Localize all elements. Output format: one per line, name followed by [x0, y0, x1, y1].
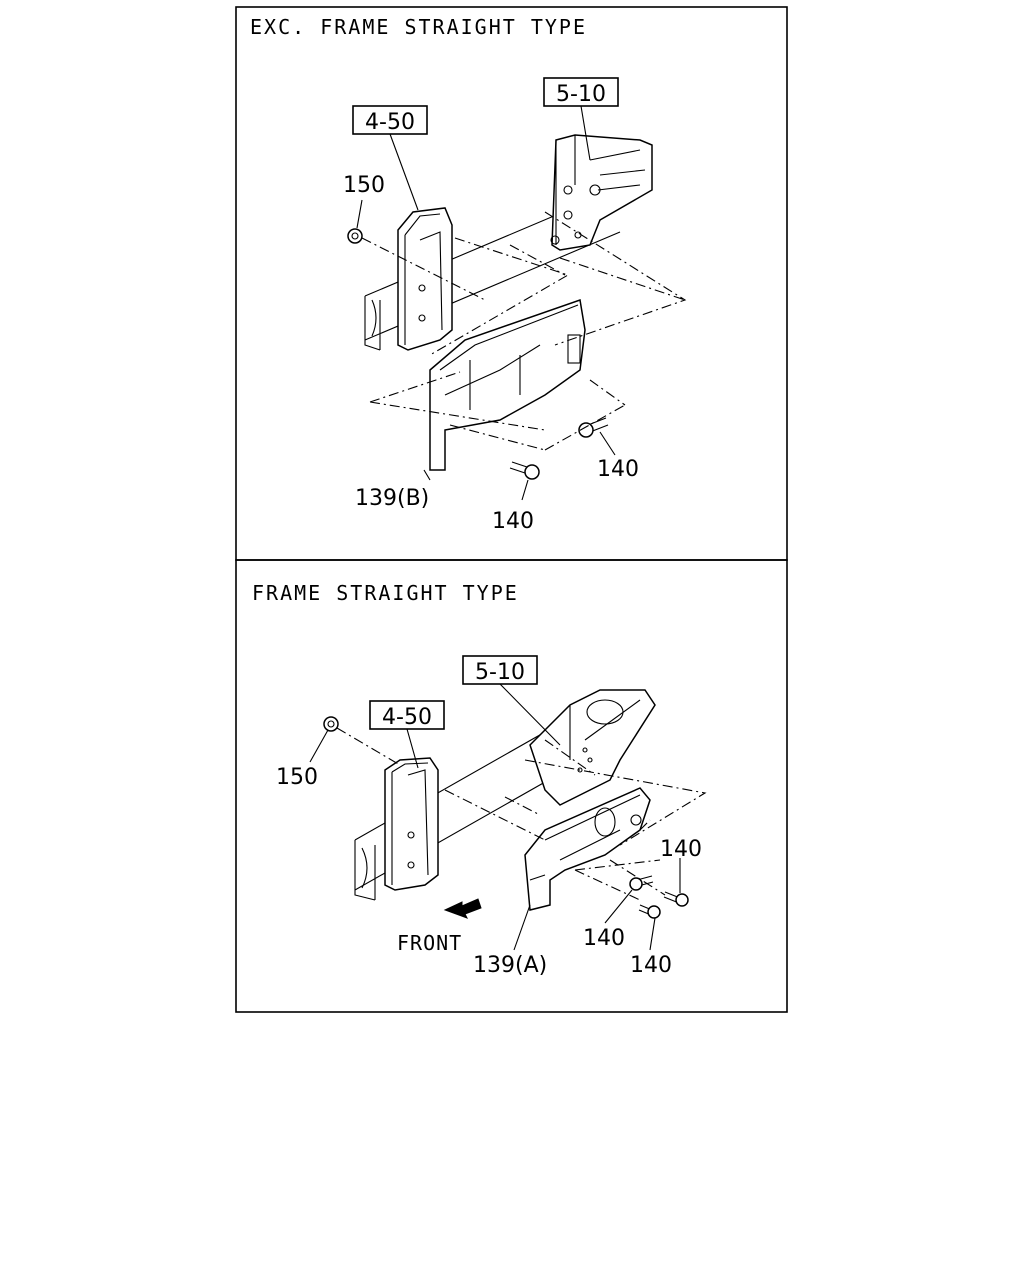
mount-5-10 [550, 134, 653, 251]
mount-5-10 [529, 689, 656, 806]
panel-frame [235, 559, 788, 1013]
svg-text:4-50: 4-50 [382, 705, 432, 730]
callout-140: 140 [660, 837, 702, 862]
callout-139B: 139(B) [355, 486, 429, 511]
bolt-140 [663, 891, 689, 907]
svg-text:5-10: 5-10 [475, 660, 525, 685]
panel-frame-straight-type: FRAME STRAIGHT TYPE 5-10 4-50 [235, 559, 788, 1013]
ref-box-4-50[interactable]: 4-50 [352, 105, 428, 135]
nut-150 [323, 716, 339, 732]
bolt-140 [509, 461, 540, 480]
bolt-140 [638, 904, 661, 919]
panel-title: EXC. FRAME STRAIGHT TYPE [250, 15, 587, 39]
guard-139B [429, 298, 586, 471]
leader-lines [361, 211, 687, 451]
callout-150: 150 [276, 765, 318, 790]
panel-frame [235, 6, 788, 561]
nut-150 [347, 228, 363, 244]
bolt-140 [629, 875, 654, 891]
callout-140: 140 [583, 926, 625, 951]
bracket-4-50 [397, 207, 453, 351]
callout-139A: 139(A) [473, 953, 547, 978]
leader-lines [336, 727, 707, 901]
callout-leaders [356, 105, 616, 501]
callout-leaders [309, 683, 681, 951]
callout-150: 150 [343, 173, 385, 198]
front-direction-label: FRONT [397, 931, 462, 955]
bolt-140 [578, 417, 609, 438]
ref-box-5-10[interactable]: 5-10 [462, 655, 538, 685]
svg-text:5-10: 5-10 [556, 82, 606, 107]
ref-box-4-50[interactable]: 4-50 [369, 700, 445, 730]
callout-140: 140 [630, 953, 672, 978]
callout-140: 140 [597, 457, 639, 482]
panel-exc-frame-straight-type: EXC. FRAME STRAIGHT TYPE 4-50 5-10 [235, 6, 788, 561]
frame-rail [364, 187, 621, 351]
frame-rail [354, 714, 576, 901]
guard-139A [524, 787, 651, 911]
bracket-4-50 [384, 757, 439, 891]
svg-text:4-50: 4-50 [365, 110, 415, 135]
panel-title: FRAME STRAIGHT TYPE [252, 581, 519, 605]
callout-140: 140 [492, 509, 534, 534]
ref-box-5-10[interactable]: 5-10 [543, 77, 619, 107]
front-arrow-icon [443, 898, 482, 919]
